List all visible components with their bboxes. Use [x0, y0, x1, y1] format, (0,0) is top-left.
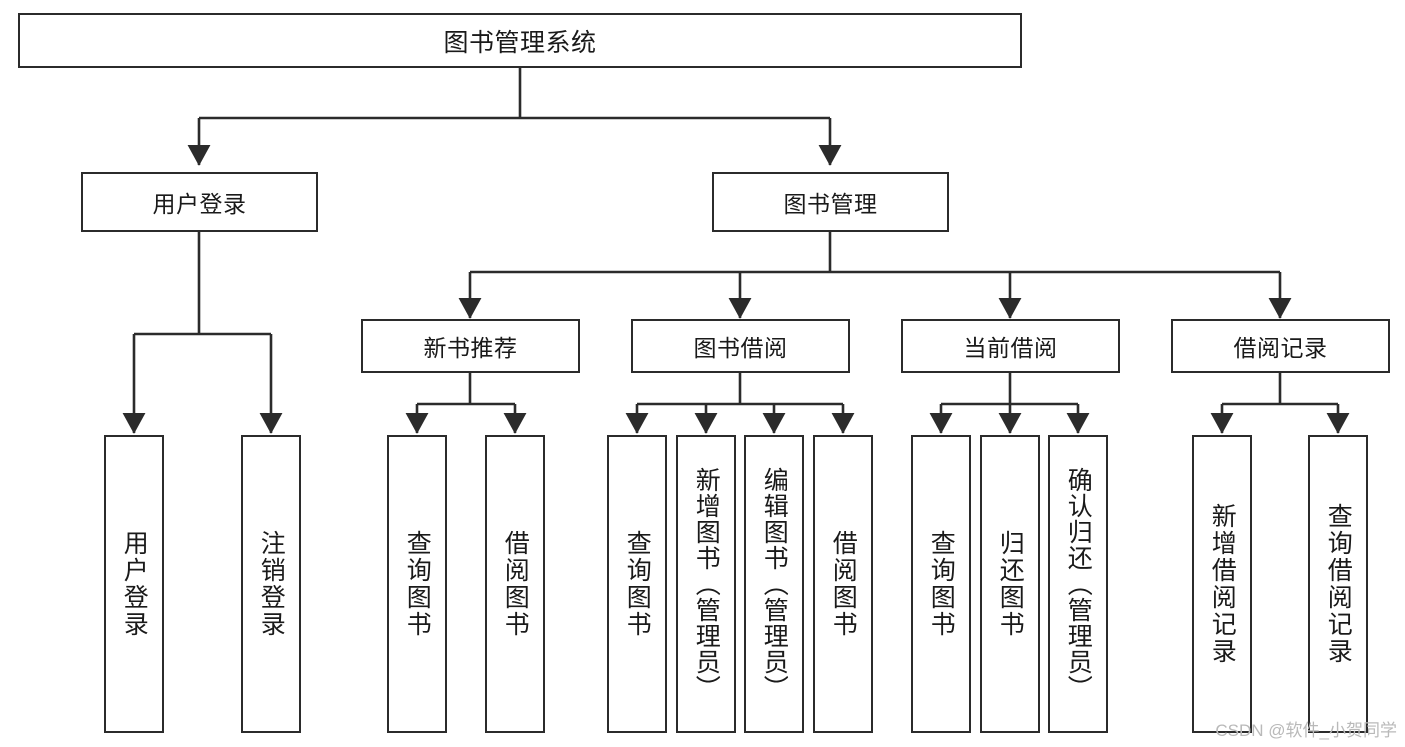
node-leaf-edit-book-label: 编辑图书（管理员）: [760, 467, 789, 701]
node-leaf-edit-book[interactable]: 编辑图书（管理员）: [744, 435, 804, 733]
node-leaf-user-login-label: 用户登录: [120, 530, 149, 638]
node-leaf-add-book[interactable]: 新增图书（管理员）: [676, 435, 736, 733]
node-leaf-add-record-label: 新增借阅记录: [1208, 503, 1237, 665]
node-root-label: 图书管理系统: [443, 28, 597, 57]
node-root[interactable]: 图书管理系统: [18, 13, 1022, 68]
node-leaf-borrow-book-1-label: 借阅图书: [501, 530, 530, 638]
node-book-borrow-label: 图书借阅: [693, 335, 788, 361]
node-borrow-record-label: 借阅记录: [1233, 335, 1328, 361]
node-book-manage[interactable]: 图书管理: [712, 172, 949, 232]
node-leaf-logout-label: 注销登录: [257, 530, 286, 638]
node-leaf-query-book-3-label: 查询图书: [927, 530, 956, 638]
node-user-login-label: 用户登录: [152, 191, 247, 217]
node-leaf-query-record[interactable]: 查询借阅记录: [1308, 435, 1368, 733]
node-leaf-confirm-return-label: 确认归还（管理员）: [1064, 467, 1093, 701]
node-leaf-add-book-label: 新增图书（管理员）: [692, 467, 721, 701]
watermark-text: CSDN @软件_小贺同学: [1215, 721, 1397, 740]
node-leaf-query-book-1-label: 查询图书: [403, 530, 432, 638]
node-leaf-borrow-book-2[interactable]: 借阅图书: [813, 435, 873, 733]
node-new-book-recommend-label: 新书推荐: [423, 335, 518, 361]
node-leaf-logout[interactable]: 注销登录: [241, 435, 301, 733]
node-book-borrow[interactable]: 图书借阅: [631, 319, 850, 373]
node-leaf-borrow-book-2-label: 借阅图书: [829, 530, 858, 638]
node-new-book-recommend[interactable]: 新书推荐: [361, 319, 580, 373]
node-book-manage-label: 图书管理: [783, 191, 878, 217]
node-leaf-query-book-3[interactable]: 查询图书: [911, 435, 971, 733]
node-leaf-query-book-2[interactable]: 查询图书: [607, 435, 667, 733]
node-user-login[interactable]: 用户登录: [81, 172, 318, 232]
node-leaf-confirm-return[interactable]: 确认归还（管理员）: [1048, 435, 1108, 733]
node-leaf-user-login[interactable]: 用户登录: [104, 435, 164, 733]
node-leaf-return-book-label: 归还图书: [996, 530, 1025, 638]
node-leaf-return-book[interactable]: 归还图书: [980, 435, 1040, 733]
node-current-borrow-label: 当前借阅: [963, 335, 1058, 361]
node-leaf-query-book-2-label: 查询图书: [623, 530, 652, 638]
node-leaf-add-record[interactable]: 新增借阅记录: [1192, 435, 1252, 733]
node-current-borrow[interactable]: 当前借阅: [901, 319, 1120, 373]
node-leaf-query-book-1[interactable]: 查询图书: [387, 435, 447, 733]
node-leaf-borrow-book-1[interactable]: 借阅图书: [485, 435, 545, 733]
node-leaf-query-record-label: 查询借阅记录: [1324, 503, 1353, 665]
node-borrow-record[interactable]: 借阅记录: [1171, 319, 1390, 373]
